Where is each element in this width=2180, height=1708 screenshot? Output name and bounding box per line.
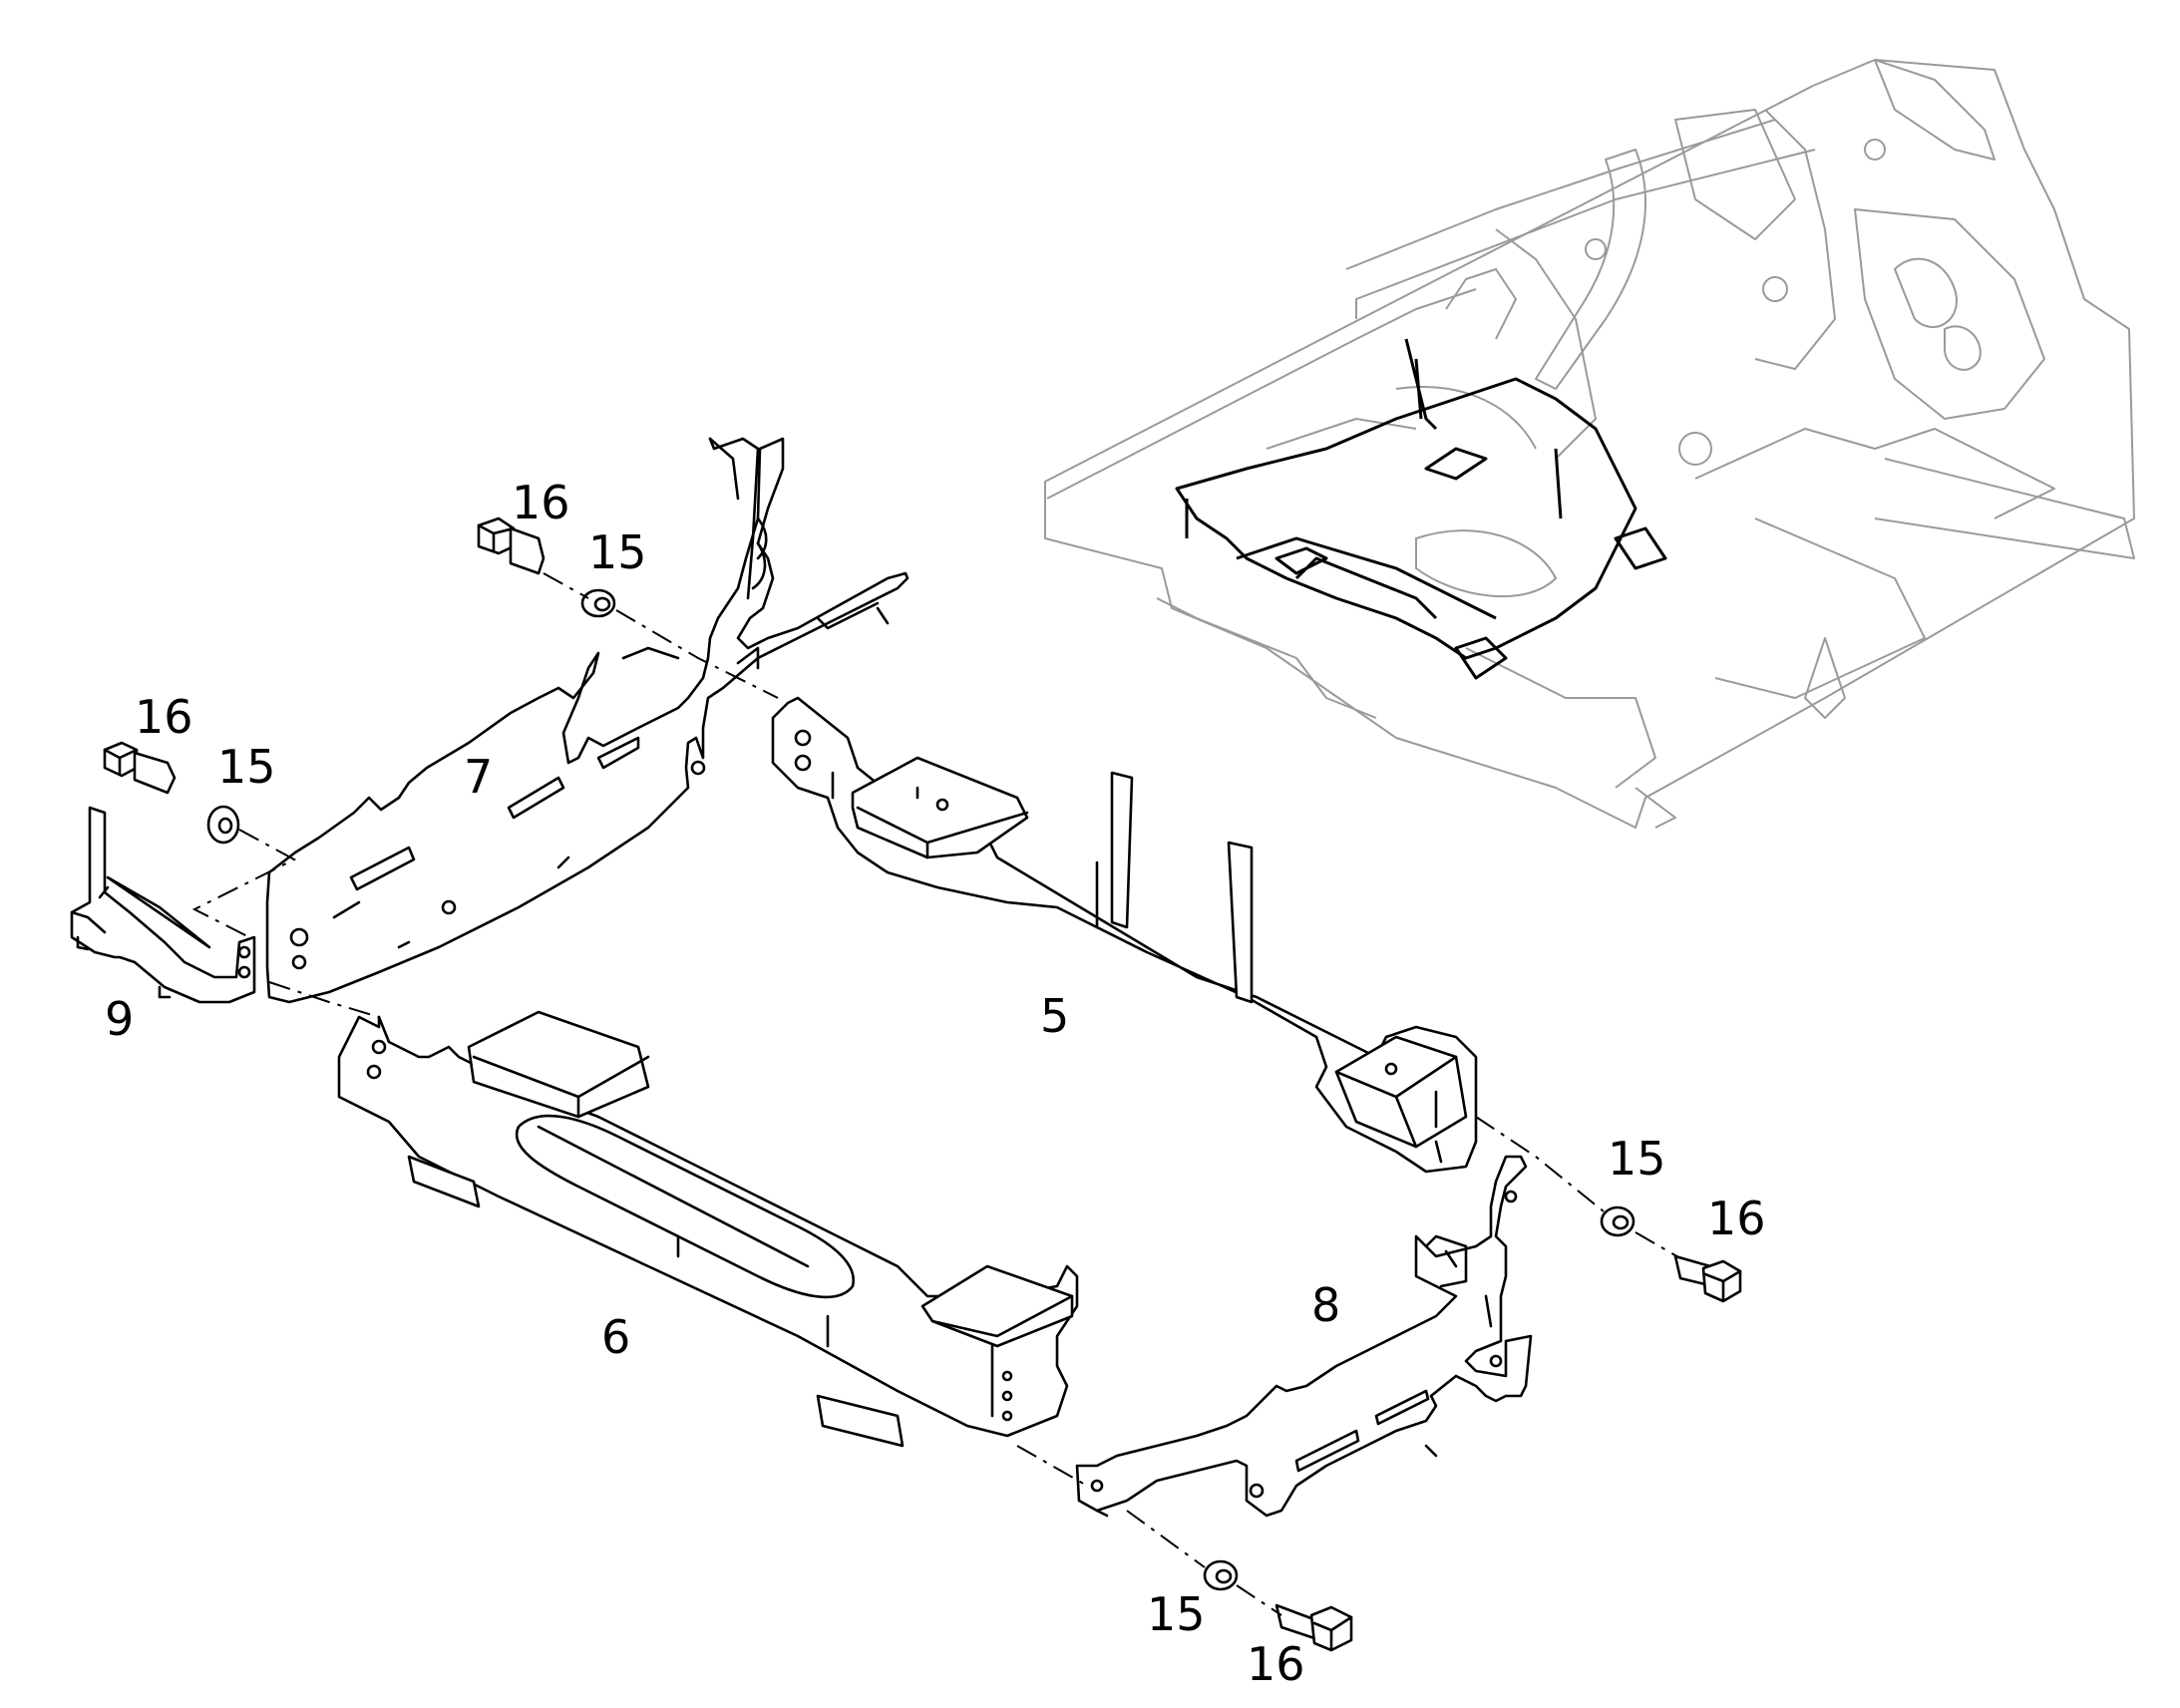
callout-15-bottom: 15 (1147, 1587, 1206, 1641)
chassis-overview (1044, 59, 2135, 829)
bolt-left (103, 741, 177, 795)
callout-15-top: 15 (588, 525, 647, 579)
callout-9: 9 (105, 992, 134, 1046)
part-crossmember-5 (771, 696, 1478, 1174)
callout-16-right: 16 (1707, 1192, 1766, 1245)
washer-right (1600, 1205, 1635, 1237)
part-bracket-7 (265, 437, 909, 1004)
callout-16-bottom: 16 (1247, 1637, 1305, 1691)
bolt-right (1673, 1254, 1742, 1303)
washer-left (206, 805, 240, 845)
part-bracket-9 (70, 806, 256, 1004)
callout-8: 8 (1311, 1278, 1340, 1332)
callout-16-left: 16 (135, 690, 193, 744)
fastener-set-top (477, 516, 616, 618)
washer-top (580, 588, 616, 618)
callout-16-top: 16 (512, 476, 570, 529)
callout-15-right: 15 (1608, 1132, 1666, 1186)
assembly-leaders (191, 572, 1681, 1616)
bolt-top (477, 516, 545, 575)
callouts: 16 15 16 15 7 9 5 6 8 15 16 15 16 (105, 476, 1766, 1691)
callout-7: 7 (464, 750, 493, 804)
washer-bottom (1203, 1559, 1239, 1591)
bolt-bottom (1274, 1603, 1353, 1652)
callout-15-left: 15 (217, 740, 276, 794)
fastener-set-left (103, 741, 240, 845)
fastener-set-bottom (1203, 1559, 1353, 1652)
callout-5: 5 (1040, 989, 1069, 1043)
part-crossmember-6 (337, 1010, 1079, 1448)
callout-6: 6 (601, 1310, 630, 1364)
fastener-set-right (1600, 1205, 1742, 1303)
part-bracket-8 (1075, 1155, 1533, 1518)
